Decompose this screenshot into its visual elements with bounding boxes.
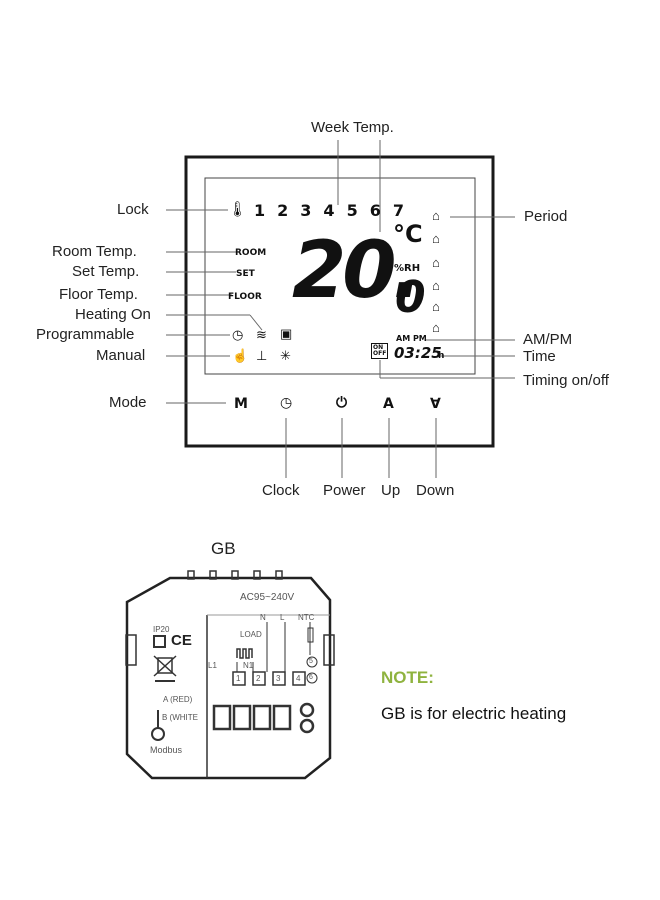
wiring-l: L [280,613,285,622]
timer-off-text: OFF [373,350,387,357]
manual-hand-icon: ☝ [232,348,249,363]
callout-am-pm: AM/PM [523,331,573,348]
valve-icon: ⊥ [256,348,268,363]
callout-clock: Clock [262,482,300,499]
day-6: 6 [369,201,393,220]
week-days: 1234567 [254,203,416,219]
callout-set-temp: Set Temp. [72,263,140,280]
note-text: GB is for electric heating [381,704,567,723]
callout-room-temp: Room Temp. [52,243,137,260]
heating-on-icon: ≋ [256,327,267,342]
terminal-4: 4 [296,674,301,683]
device-signal-icon: ▣ [280,326,293,341]
day-7: 7 [392,201,416,220]
wiring-n1: N1 [243,661,254,670]
callout-heating-on: Heating On [75,306,151,323]
down-button[interactable]: ∀ [430,396,441,412]
wiring-title: GB [211,539,236,558]
ntc-terminal-5: 5 [309,658,313,665]
lcd-ampm: AM PM [396,334,427,343]
snowflake-icon: ✳ [280,348,291,363]
day-1: 1 [254,201,278,220]
day-2: 2 [277,201,301,220]
day-4: 4 [323,201,347,220]
lcd-set-word: SET [236,269,255,279]
wiring-load: LOAD [240,630,262,639]
lcd-big-temperature: 20. [292,226,422,316]
lcd-floor-word: FLOOR [228,292,262,302]
programmable-clock-icon: ◷ [232,327,244,342]
power-button[interactable]: ⏻ [336,395,348,411]
lcd-time: 03:25 [394,344,442,362]
note-title: NOTE: [381,668,434,687]
wiring-l1: L1 [208,661,217,670]
callout-programmable: Programmable [36,326,135,343]
callout-down: Down [416,482,455,499]
wiring-a-red: A (RED) [163,695,193,704]
terminal-3: 3 [276,674,281,683]
timer-on-text: ON [373,344,384,351]
callout-up: Up [381,482,401,499]
day-3: 3 [300,201,324,220]
wiring-b-white: B (WHITE [162,713,198,722]
period-5-icon: ⌂ [432,299,440,314]
callout-manual: Manual [96,347,146,364]
terminal-2: 2 [256,674,261,683]
period-6-icon: ⌂ [432,320,440,335]
callout-time: Time [523,348,556,365]
ntc-terminal-6: 6 [309,674,313,681]
terminal-1: 1 [236,674,241,683]
thermostat-frame [166,140,515,478]
wiring-ntc: NTC [298,613,315,622]
wiring-n: N [260,613,266,622]
lcd-humidity: %RH [394,263,421,274]
lcd-time-suffix: h [438,351,445,361]
callout-timing: Timing on/off [523,372,609,389]
lcd-unit-celsius: °C [393,220,423,248]
day-5: 5 [346,201,370,220]
callout-lock: Lock [117,201,149,218]
callout-power: Power [323,482,366,499]
callout-mode: Mode [109,394,147,411]
period-4-icon: ⌂ [432,278,440,293]
period-1-icon: ⌂ [432,208,440,223]
lcd-temperature-decimal: 0 [395,272,426,323]
callout-week-temp: Week Temp. [311,119,394,136]
clock-button[interactable]: ◷ [280,395,293,411]
lock-icon: 🌡 [228,201,248,218]
lcd-room-word: ROOM [235,248,267,258]
wiring-ip: IP20 [153,625,170,634]
callout-floor-temp: Floor Temp. [59,286,138,303]
wiring-voltage: AC95~240V [240,592,295,603]
up-button[interactable]: A [383,396,394,412]
timer-onoff-badge: ON OFF [371,343,389,359]
wiring-modbus: Modbus [150,745,183,755]
wiring-ce: CE [171,632,192,649]
callout-period: Period [524,208,568,225]
period-2-icon: ⌂ [432,231,440,246]
mode-button[interactable]: M [234,396,248,412]
period-3-icon: ⌂ [432,255,440,270]
